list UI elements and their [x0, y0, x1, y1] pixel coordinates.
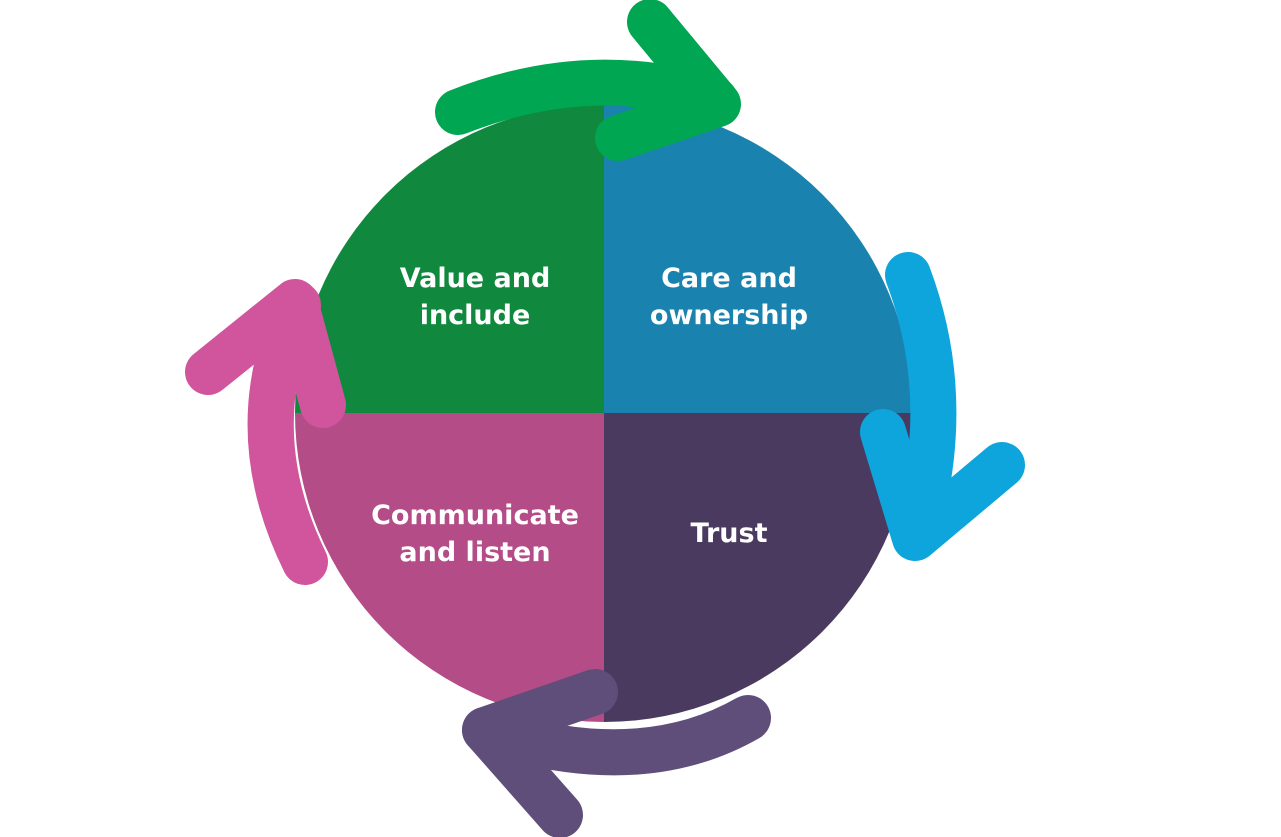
quadrant-trust	[604, 413, 913, 722]
arrow-right-icon	[860, 252, 1025, 561]
label-communicate-listen: Communicate and listen	[371, 500, 579, 568]
label-value-include: Value and include	[399, 263, 551, 331]
arrow-left-icon	[185, 279, 346, 585]
label-trust: Trust	[690, 518, 768, 549]
quadrant-care-ownership	[604, 104, 913, 413]
arrow-bottom-icon	[462, 669, 771, 837]
quadrant-value-include	[295, 104, 604, 413]
label-care-ownership: Care and ownership	[649, 263, 809, 331]
quadrant-communicate-listen	[295, 413, 604, 722]
arrow-top-icon	[435, 0, 741, 161]
